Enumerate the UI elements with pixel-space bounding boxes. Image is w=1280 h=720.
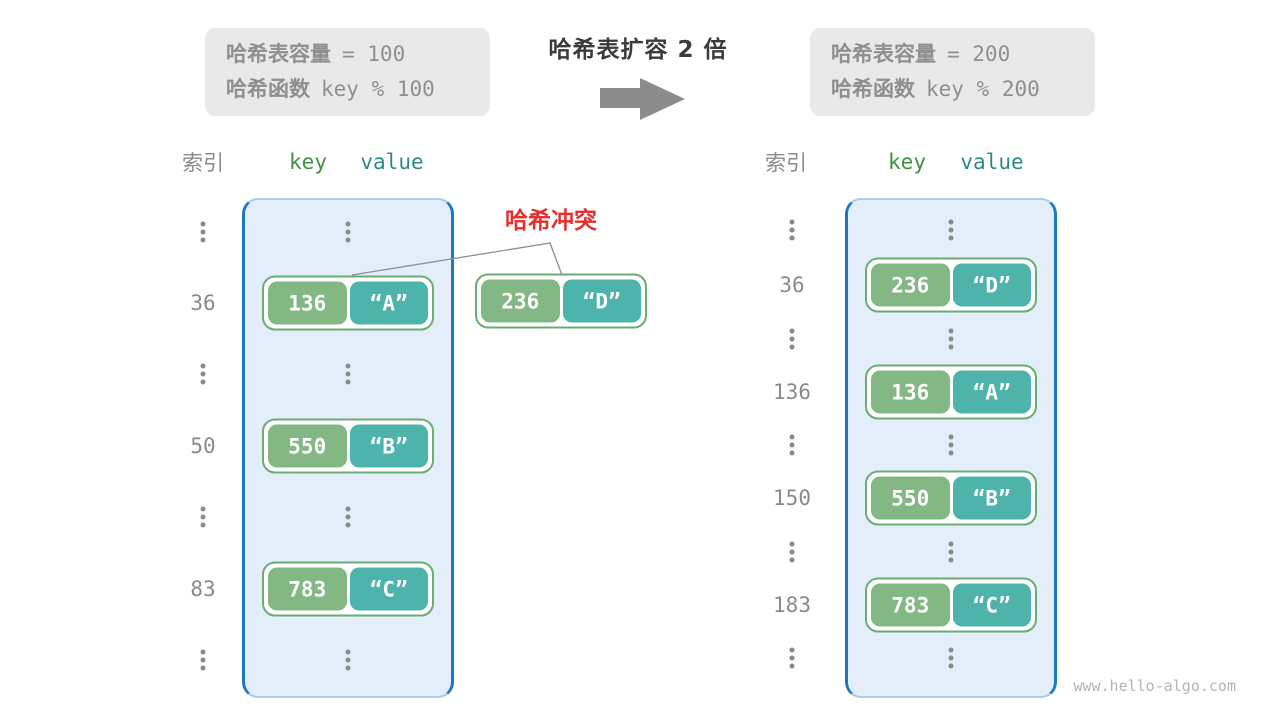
column-header-key: key	[289, 150, 327, 174]
hash-function-label: 哈希函数	[226, 77, 310, 101]
ellipsis-icon	[948, 647, 954, 669]
column-header-value: value	[360, 150, 424, 174]
ellipsis-icon	[345, 649, 351, 671]
index-label: 36	[190, 291, 216, 315]
pair-key: 236	[481, 279, 560, 323]
bucket-pair: 136 “A”	[865, 364, 1037, 420]
ellipsis-icon	[789, 219, 795, 241]
hash-function-value: key % 200	[926, 77, 1040, 101]
hash-function-value: key % 100	[321, 77, 435, 101]
index-label: 183	[773, 593, 811, 617]
capacity-label: 哈希表容量	[226, 42, 331, 66]
hash-function-line: 哈希函数 key % 100	[226, 72, 469, 107]
pair-value: “A”	[349, 281, 428, 325]
pair-value: “B”	[952, 476, 1031, 520]
pair-key: 136	[871, 370, 950, 414]
pair-key: 550	[871, 476, 950, 520]
index-label: 136	[773, 380, 811, 404]
capacity-value: = 100	[342, 42, 406, 66]
ellipsis-icon	[200, 506, 206, 528]
ellipsis-icon	[789, 647, 795, 669]
ellipsis-icon	[345, 221, 351, 243]
column-header-value: value	[960, 150, 1024, 174]
pair-value: “B”	[349, 424, 428, 468]
pair-key: 550	[268, 424, 347, 468]
pair-key: 783	[871, 583, 950, 627]
ellipsis-icon	[789, 541, 795, 563]
capacity-label: 哈希表容量	[831, 42, 936, 66]
index-label: 36	[779, 273, 805, 297]
ellipsis-icon	[345, 363, 351, 385]
bucket-pair: 550 “B”	[865, 470, 1037, 526]
bucket-pair: 236 “D”	[865, 257, 1037, 313]
expand-arrow-icon	[600, 78, 685, 120]
hash-function-line: 哈希函数 key % 200	[831, 72, 1074, 107]
colliding-pair: 236 “D”	[475, 273, 647, 329]
pair-value: “A”	[952, 370, 1031, 414]
bucket-pair: 136 “A”	[262, 275, 434, 331]
column-header-index: 索引	[182, 151, 224, 175]
hash-function-label: 哈希函数	[831, 77, 915, 101]
expansion-title: 哈希表扩容 2 倍	[548, 37, 728, 63]
pair-value: “C”	[952, 583, 1031, 627]
ellipsis-icon	[789, 328, 795, 350]
watermark: www.hello-algo.com	[1073, 677, 1236, 695]
pair-key: 236	[871, 263, 950, 307]
capacity-line: 哈希表容量 = 100	[226, 37, 469, 72]
ellipsis-icon	[948, 434, 954, 456]
pair-key: 136	[268, 281, 347, 325]
pair-value: “D”	[952, 263, 1031, 307]
bucket-pair: 783 “C”	[865, 577, 1037, 633]
ellipsis-icon	[789, 434, 795, 456]
pair-key: 783	[268, 567, 347, 611]
ellipsis-icon	[948, 541, 954, 563]
index-label: 50	[190, 434, 216, 458]
index-label: 150	[773, 486, 811, 510]
pair-value: “D”	[562, 279, 641, 323]
ellipsis-icon	[200, 649, 206, 671]
bucket-pair: 783 “C”	[262, 561, 434, 617]
ellipsis-icon	[345, 506, 351, 528]
ellipsis-icon	[948, 328, 954, 350]
column-header-key: key	[888, 150, 926, 174]
bucket-pair: 550 “B”	[262, 418, 434, 474]
collision-label: 哈希冲突	[505, 208, 597, 234]
index-label: 83	[190, 577, 216, 601]
ellipsis-icon	[200, 221, 206, 243]
pair-value: “C”	[349, 567, 428, 611]
capacity-info-box-after: 哈希表容量 = 200 哈希函数 key % 200	[810, 28, 1095, 116]
ellipsis-icon	[948, 219, 954, 241]
capacity-info-box-before: 哈希表容量 = 100 哈希函数 key % 100	[205, 28, 490, 116]
ellipsis-icon	[200, 363, 206, 385]
capacity-value: = 200	[947, 42, 1011, 66]
column-header-index: 索引	[765, 151, 807, 175]
capacity-line: 哈希表容量 = 200	[831, 37, 1074, 72]
